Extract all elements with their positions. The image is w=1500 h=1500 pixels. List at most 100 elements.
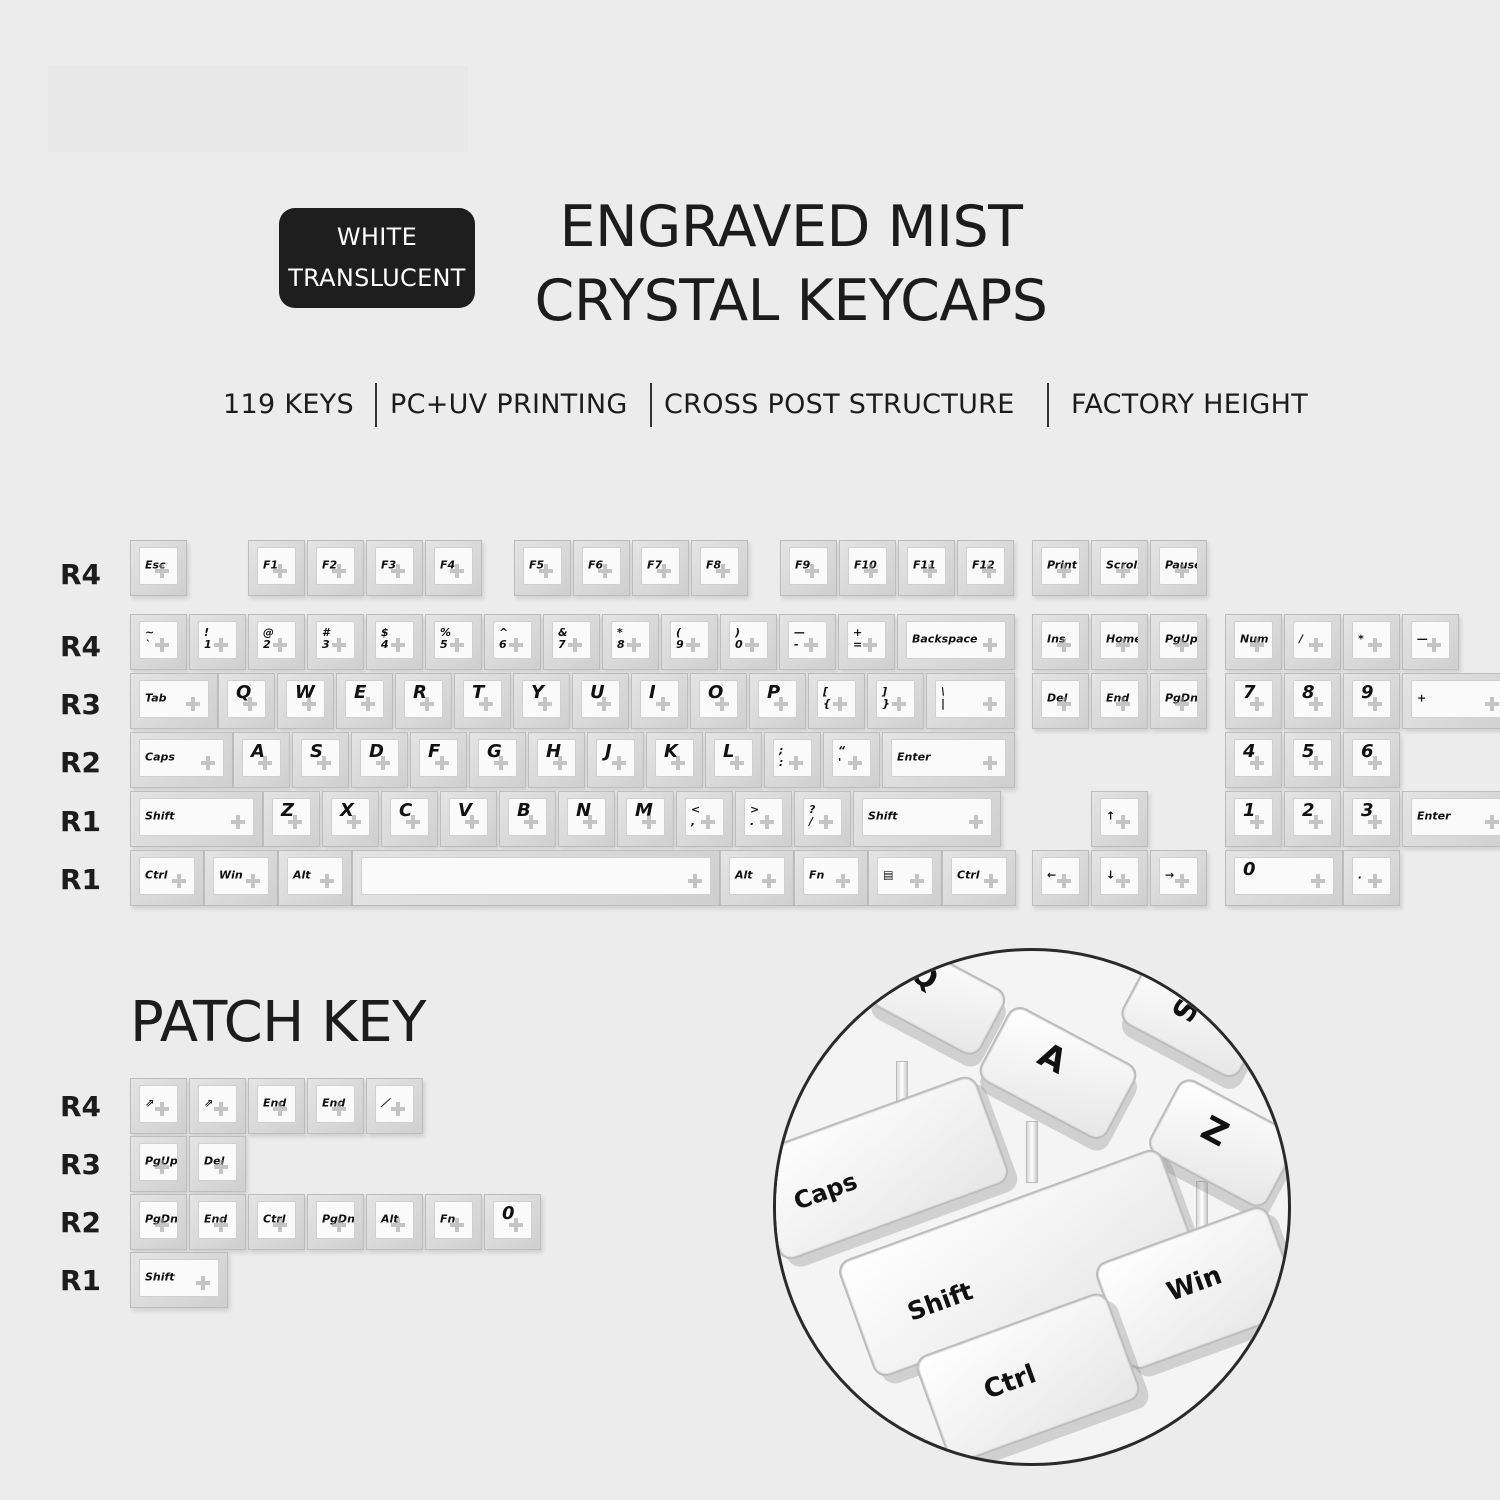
keycap-symbol-main_keys-4-10: ? / (794, 791, 851, 847)
cross-stem-icon (1368, 874, 1382, 888)
cross-stem-icon (1057, 697, 1071, 711)
keycap-legend: Q (236, 682, 252, 703)
keycap-f5-main_keys-0-5: F5 (514, 540, 571, 596)
keycap-pgdn-main_keys-2-16: PgDn (1150, 673, 1207, 729)
keycap-enter-main_keys-3-12: Enter (882, 732, 1015, 788)
keycap-top: F7 (641, 547, 680, 585)
keycap-top: Home (1100, 621, 1139, 659)
keycap-8-main_keys-1-8: * 8 (602, 614, 659, 670)
keycap-legend: 9 (1361, 682, 1374, 703)
cross-stem-icon (910, 874, 924, 888)
keycap-symbol-main_keys-3-11: “ ' (823, 732, 880, 788)
keycap-y-main_keys-2-6: Y (513, 673, 570, 729)
cross-stem-icon (642, 815, 656, 829)
keycap-top: PgDn (316, 1201, 355, 1239)
keycap-symbol-main_keys-1-18: / (1284, 614, 1341, 670)
cross-stem-icon (1175, 697, 1189, 711)
cross-stem-icon (1250, 815, 1264, 829)
cross-stem-icon (1309, 697, 1323, 711)
keycap-j-main_keys-3-7: J (587, 732, 644, 788)
cross-stem-icon (465, 815, 479, 829)
keycap-legend: 6 (1361, 741, 1374, 762)
patch-row-label: R2 (60, 1206, 102, 1239)
keycap-legend: Shift (868, 809, 898, 823)
keycap-top: U (581, 680, 620, 718)
keycap-symbol-main_keys-5-6: ▤ (868, 850, 942, 906)
keycap-pgdn-patch_keys-2-0: PgDn (130, 1194, 187, 1250)
cross-stem-icon (716, 564, 730, 578)
cross-stem-icon (317, 756, 331, 770)
keycap-legend: L (723, 741, 735, 762)
keycap-5-main_keys-3-14: 5 (1284, 732, 1341, 788)
keycap-top: ^ 6 (493, 621, 532, 659)
cross-stem-icon (789, 756, 803, 770)
keycap-top: Ctrl (257, 1201, 296, 1239)
cross-stem-icon (406, 815, 420, 829)
keycap-f3-main_keys-0-3: F3 (366, 540, 423, 596)
keycap-top: Shift (139, 1259, 219, 1297)
keycap-u-main_keys-2-7: U (572, 673, 629, 729)
cross-stem-icon (1057, 874, 1071, 888)
keycap-top (361, 857, 711, 895)
cross-stem-icon (391, 638, 405, 652)
cross-stem-icon (1250, 697, 1264, 711)
faint-logo-watermark (48, 66, 468, 152)
keycap-top: 9 (1352, 680, 1391, 718)
cross-stem-icon (804, 638, 818, 652)
keycap-legend: Alt (293, 868, 311, 882)
keycap-top: 0 (493, 1201, 532, 1239)
keycap-legend: Alt (735, 868, 753, 882)
keycap-top: K (655, 739, 694, 777)
keycap-top: ⇗ (139, 1085, 178, 1123)
keycap-top: ; : (773, 739, 812, 777)
patch-row-label: R3 (60, 1148, 102, 1181)
keycap-top: X (331, 798, 370, 836)
cross-stem-icon (1116, 815, 1130, 829)
keycap-top: Esc (139, 547, 178, 585)
cross-stem-icon (1485, 697, 1499, 711)
keycap-top: ? / (803, 798, 842, 836)
keycap-top: Shift (862, 798, 992, 836)
keycap-2-main_keys-4-14: 2 (1284, 791, 1341, 847)
keycap-f1-main_keys-0-1: F1 (248, 540, 305, 596)
keycap-legend: Ins (1047, 632, 1066, 646)
keycap-top: 6 (1352, 739, 1391, 777)
keycap-pgdn-patch_keys-2-3: PgDn (307, 1194, 364, 1250)
keycap-pause-main_keys-0-15: Pause (1150, 540, 1207, 596)
cross-stem-icon (186, 697, 200, 711)
cross-stem-icon (1368, 697, 1382, 711)
keycap-legend: ⟋ (381, 1096, 389, 1110)
keycap-top: — - (788, 621, 827, 659)
cross-stem-icon (524, 815, 538, 829)
cross-stem-icon (982, 564, 996, 578)
keycap-4-main_keys-3-13: 4 (1225, 732, 1282, 788)
keycap-legend: 0 (502, 1203, 515, 1224)
keycap-pgup-main_keys-1-16: PgUp (1150, 614, 1207, 670)
keycap-top: Alt (729, 857, 785, 895)
keycap-del-main_keys-2-14: Del (1032, 673, 1089, 729)
keycap-symbol-main_keys-5-12: . (1343, 850, 1400, 906)
keycap-symbol-main_keys-5-8: ← (1032, 850, 1089, 906)
cross-stem-icon (833, 697, 847, 711)
keycap-legend: Backspace (912, 632, 978, 646)
keycap-top: Caps (139, 739, 224, 777)
keycap-top: ↓ (1100, 857, 1139, 895)
cross-stem-icon (836, 874, 850, 888)
keycap-legend: 7 (1243, 682, 1256, 703)
keycap-top: $ 4 (375, 621, 414, 659)
keycap-a-main_keys-3-1: A (233, 732, 290, 788)
keycap-legend: 4 (1243, 741, 1256, 762)
keycap-legend: Ctrl (145, 868, 168, 882)
keycap-legend: Z (281, 800, 295, 821)
cross-stem-icon (332, 564, 346, 578)
keycap-1-main_keys-4-13: 1 (1225, 791, 1282, 847)
cross-stem-icon (701, 815, 715, 829)
keycap-legend: I (649, 682, 656, 703)
keycap-6-main_keys-3-15: 6 (1343, 732, 1400, 788)
cross-stem-icon (760, 815, 774, 829)
keycap-legend: \ | (941, 684, 946, 710)
cross-stem-icon (819, 815, 833, 829)
cross-stem-icon (774, 697, 788, 711)
keycap-num-main_keys-1-17: Num (1225, 614, 1282, 670)
keycap-s-main_keys-3-2: S (292, 732, 349, 788)
